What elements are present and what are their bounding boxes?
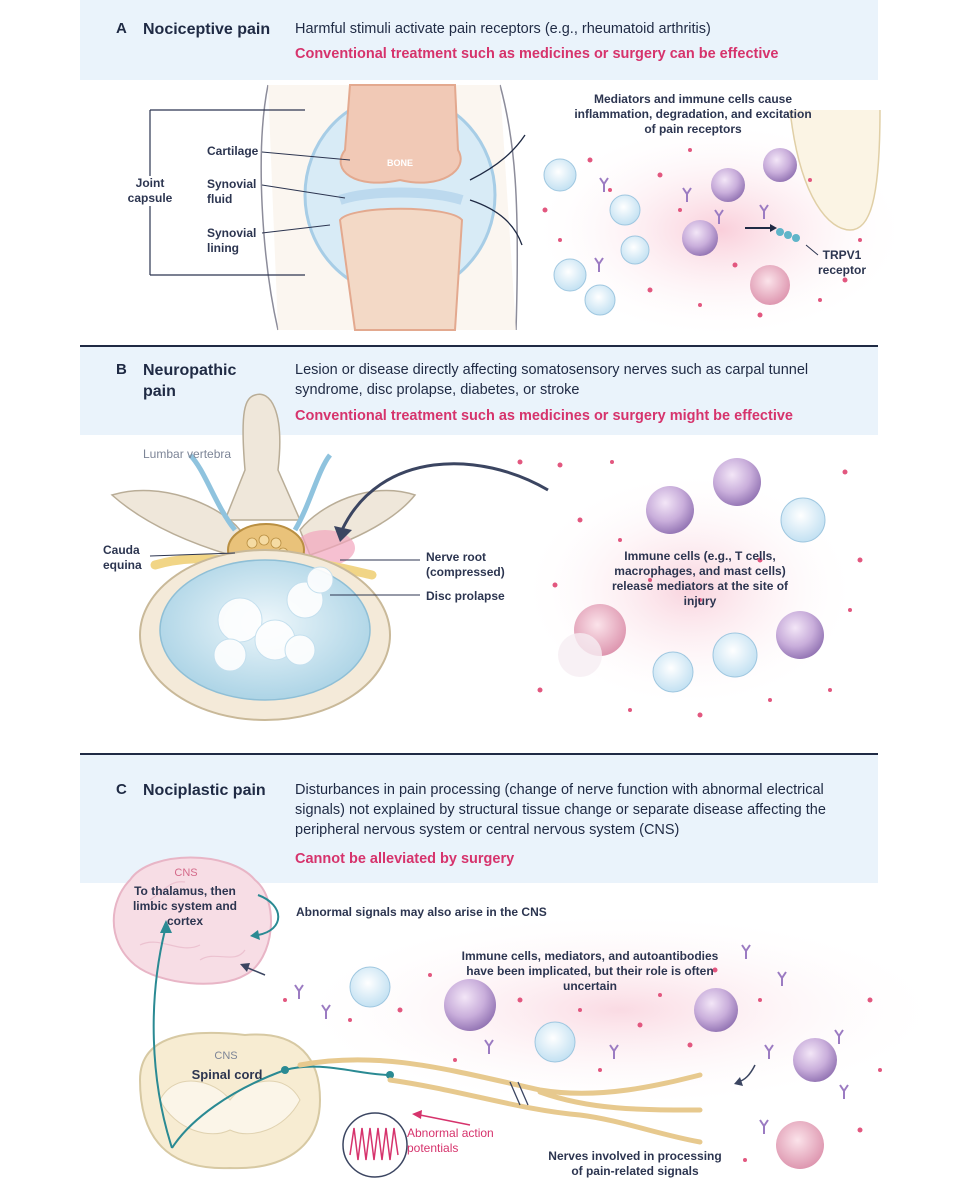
panel-b-divider <box>80 345 878 347</box>
panel-c-title: Nociplastic pain <box>143 782 266 799</box>
cauda-equina-label: Cauda equina <box>103 543 142 572</box>
trpv1-receptor-label: TRPV1 receptor <box>817 248 867 277</box>
panel-a-letter: A <box>116 20 127 37</box>
cartilage-label: Cartilage <box>207 144 259 158</box>
synovial-fluid-label: Synovial fluid <box>207 177 257 206</box>
abnormal-signals-label: Abnormal signals may also arise in the C… <box>296 905 547 919</box>
panel-a-description: Harmful stimuli activate pain receptors … <box>295 21 711 37</box>
lumbar-vertebra-label: Lumbar vertebra <box>143 447 232 461</box>
mediators-label: Mediators and immune cells cause inflamm… <box>574 92 812 136</box>
svg-text:BONE: BONE <box>387 158 413 168</box>
thalamus-label: To thalamus, then limbic system and cort… <box>132 884 238 928</box>
panel-b-illustration <box>110 393 863 721</box>
panel-b-header <box>80 347 878 435</box>
spinal-cord-label: Spinal cord <box>191 1067 263 1082</box>
panel-c-description: Disturbances in pain processing (change … <box>295 782 826 838</box>
panel-a-title: Nociceptive pain <box>143 21 271 38</box>
disc-prolapse-label: Disc prolapse <box>426 589 505 603</box>
panel-b-description: Lesion or disease directly affecting som… <box>295 362 809 398</box>
spinal-cns-label: CNS <box>214 1050 238 1062</box>
panel-a-illustration: BONE <box>149 84 910 340</box>
brain-cns-label: CNS <box>174 867 198 879</box>
panel-a-header <box>80 0 878 80</box>
joint-capsule-label: Joint capsule <box>120 176 180 206</box>
panel-b-letter: B <box>116 361 127 378</box>
panel-b-title: Neuropathic pain <box>143 362 237 400</box>
panel-c-treatment: Cannot be alleviated by surgery <box>295 851 515 867</box>
nerve-root-label: Nerve root (compressed) <box>426 550 505 579</box>
panel-a-treatment: Conventional treatment such as medicines… <box>295 46 779 62</box>
synovial-lining-label: Synovial lining <box>207 226 257 255</box>
immune-cells-label: Immune cells (e.g., T cells, macrophages… <box>611 549 789 608</box>
panel-c-letter: C <box>116 781 127 798</box>
nerves-involved-label: Nerves involved in processing of pain-re… <box>548 1149 722 1178</box>
panel-b-treatment: Conventional treatment such as medicines… <box>295 408 793 424</box>
immune-mediators-label: Immune cells, mediators, and autoantibod… <box>461 949 719 993</box>
panel-c-divider <box>80 753 878 755</box>
action-potentials-label: Abnormal action potentials <box>407 1126 494 1155</box>
